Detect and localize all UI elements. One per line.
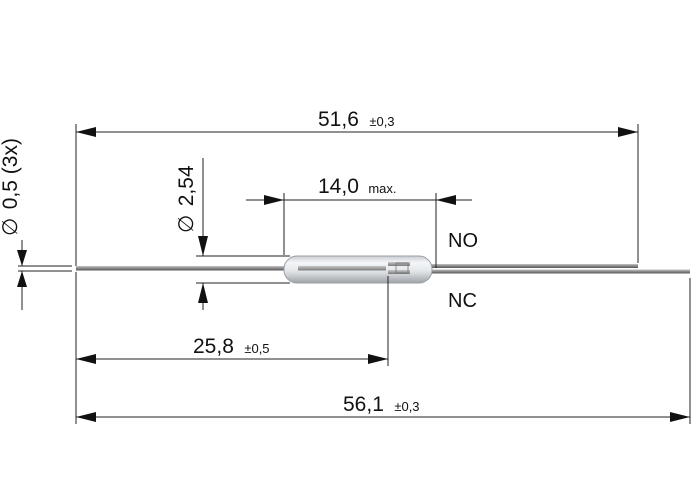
svg-text:51,6 ±0,3: 51,6 ±0,3 xyxy=(318,108,395,131)
svg-text:25,8 ±0,5: 25,8 ±0,5 xyxy=(193,335,270,358)
common-lead-wire xyxy=(76,266,288,271)
reed-contact-block xyxy=(395,262,409,274)
no-lead-length-tolerance: ±0,3 xyxy=(369,114,394,129)
glass-length-value: 14,0 xyxy=(318,175,359,198)
dimension-glass-length: 14,0 max. xyxy=(246,175,472,205)
dimension-no-lead-length: 51,6 ±0,3 xyxy=(76,108,638,137)
glass-diameter-value: 2,54 xyxy=(175,165,198,206)
overall-length-tolerance: ±0,3 xyxy=(394,399,419,414)
wire-diameter-symbol: ∅ xyxy=(0,218,22,236)
dimension-wire-diameter: ∅ 0,5 (3x) xyxy=(0,138,27,310)
nc-lead-wire xyxy=(428,269,690,274)
dimension-nc-lead-length: 25,8 ±0,5 xyxy=(76,335,388,364)
reed-contact-nc xyxy=(388,270,410,274)
no-contact-label: NO xyxy=(448,230,478,252)
svg-text:∅ 0,5 (3x): ∅ 0,5 (3x) xyxy=(0,138,22,236)
svg-text:14,0 max.: 14,0 max. xyxy=(318,175,397,198)
reed-contact-no xyxy=(388,262,410,266)
glass-length-tolerance: max. xyxy=(368,181,396,196)
diameter-symbol: ∅ xyxy=(175,215,198,233)
nc-lead-length-value: 25,8 xyxy=(193,335,234,358)
svg-text:56,1 ±0,3: 56,1 ±0,3 xyxy=(343,393,420,416)
nc-lead-length-tolerance: ±0,5 xyxy=(244,341,269,356)
extension-lines xyxy=(18,124,691,424)
wire-diameter-value: 0,5 (3x) xyxy=(0,138,22,209)
reed-switch-component xyxy=(76,255,690,284)
no-lead-length-value: 51,6 xyxy=(318,108,359,131)
dimension-glass-diameter: ∅ 2,54 xyxy=(175,158,208,310)
dimension-overall-length: 56,1 ±0,3 xyxy=(76,393,690,422)
no-lead-wire xyxy=(428,264,638,268)
reed-blade-common xyxy=(298,266,386,271)
svg-text:∅ 2,54: ∅ 2,54 xyxy=(175,165,198,233)
nc-contact-label: NC xyxy=(448,290,477,312)
overall-length-value: 56,1 xyxy=(343,393,384,416)
